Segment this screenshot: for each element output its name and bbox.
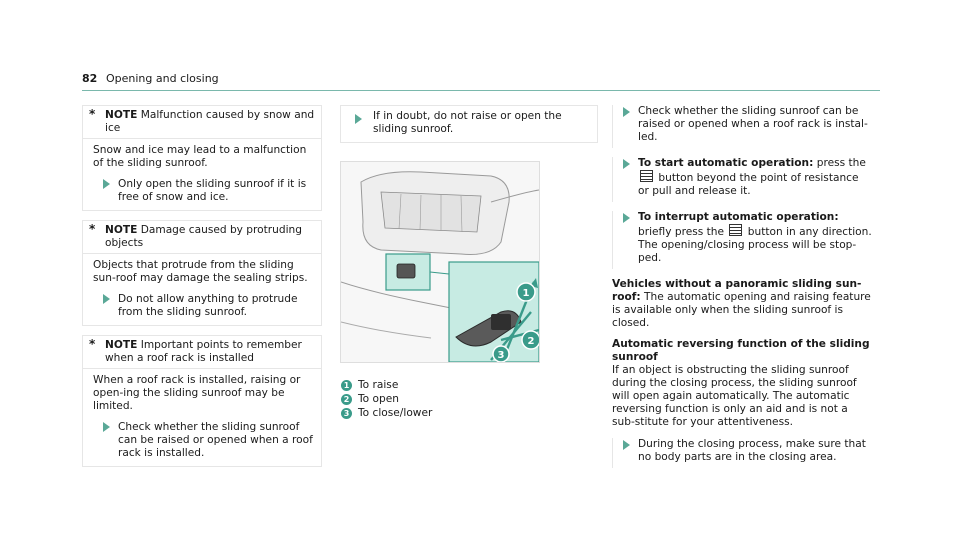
note-title: Important points to remember when a roof… bbox=[105, 339, 302, 364]
note-box-snow: * NOTE Malfunction caused by snow and ic… bbox=[82, 105, 322, 211]
callout-badge: 3 bbox=[341, 408, 352, 419]
warning-icon: * bbox=[89, 107, 96, 121]
instruction-step: To start automatic operation: press the … bbox=[612, 157, 872, 202]
step-text: button beyond the point of resistance or… bbox=[638, 172, 859, 197]
instruction-step: To interrupt automatic operation: briefl… bbox=[612, 211, 872, 269]
step-text: If in doubt, do not raise or open the sl… bbox=[373, 110, 562, 135]
step-text: Check whether the sliding sunroof can be… bbox=[638, 105, 868, 143]
instruction-step: If in doubt, do not raise or open the sl… bbox=[340, 105, 598, 143]
step-text: Only open the sliding sunroof if it is f… bbox=[118, 178, 307, 203]
legend-text: To close/lower bbox=[358, 407, 433, 419]
note-text: When a roof rack is installed, raising o… bbox=[93, 374, 301, 412]
step-text: button in any direction. bbox=[747, 226, 872, 238]
callout-2: 2 bbox=[528, 336, 535, 347]
arrow-right-icon bbox=[103, 422, 110, 432]
section-title: Opening and closing bbox=[106, 72, 219, 85]
step-heading: To start automatic operation: bbox=[638, 157, 814, 169]
sunroof-button-icon bbox=[640, 170, 653, 182]
arrow-right-icon bbox=[103, 179, 110, 189]
figure-legend: 1 To raise 2 To open 3 To close/lower bbox=[340, 379, 598, 421]
instruction-step: Only open the sliding sunroof if it is f… bbox=[93, 178, 315, 204]
legend-item: 1 To raise bbox=[340, 379, 598, 393]
arrow-right-icon bbox=[623, 440, 630, 450]
column-middle: If in doubt, do not raise or open the sl… bbox=[340, 105, 598, 421]
step-result: The opening/closing process will be stop… bbox=[638, 239, 857, 264]
paragraph-text: The automatic opening and raising featur… bbox=[612, 291, 871, 329]
step-text: press the bbox=[816, 157, 866, 169]
sunroof-button-icon bbox=[729, 224, 743, 236]
note-text: Snow and ice may lead to a malfunction o… bbox=[93, 144, 307, 169]
note-body: When a roof rack is installed, raising o… bbox=[83, 369, 321, 466]
legend-item: 3 To close/lower bbox=[340, 407, 598, 421]
note-title: Malfunction caused by snow and ice bbox=[105, 109, 315, 134]
arrow-right-icon bbox=[623, 159, 630, 169]
callout-1: 1 bbox=[523, 288, 530, 299]
paragraph-heading: Vehicles without a panoramic sliding sun… bbox=[612, 278, 862, 303]
note-header: * NOTE Damage caused by protruding objec… bbox=[83, 221, 321, 254]
warning-icon: * bbox=[89, 337, 96, 351]
section-heading: Automatic reversing function of the slid… bbox=[612, 338, 870, 363]
legend-text: To raise bbox=[358, 379, 399, 391]
arrow-right-icon bbox=[623, 107, 630, 117]
page-number: 82 bbox=[82, 72, 98, 85]
column-left: * NOTE Malfunction caused by snow and ic… bbox=[82, 105, 322, 467]
legend-text: To open bbox=[358, 393, 399, 405]
note-header: * NOTE Malfunction caused by snow and ic… bbox=[83, 106, 321, 139]
step-text: Check whether the sliding sunroof can be… bbox=[118, 421, 313, 459]
note-label: NOTE bbox=[105, 109, 138, 121]
note-box-objects: * NOTE Damage caused by protruding objec… bbox=[82, 220, 322, 326]
note-label: NOTE bbox=[105, 339, 138, 351]
paragraph-text: If an object is obstructing the sliding … bbox=[612, 364, 857, 428]
instruction-step: Check whether the sliding sunroof can be… bbox=[93, 421, 315, 460]
instruction-step: Check whether the sliding sunroof can be… bbox=[612, 105, 872, 148]
paragraph: Vehicles without a panoramic sliding sun… bbox=[612, 278, 872, 330]
step-text: briefly press the bbox=[638, 226, 725, 238]
note-title: Damage caused by protruding objects bbox=[105, 224, 302, 249]
sunroof-switch-illustration: 1 2 3 bbox=[340, 161, 540, 363]
arrow-right-icon bbox=[355, 114, 362, 124]
step-text: Do not allow anything to protrude from t… bbox=[118, 293, 298, 318]
instruction-step: Do not allow anything to protrude from t… bbox=[93, 293, 315, 319]
instruction-step: During the closing process, make sure th… bbox=[612, 438, 872, 468]
callout-badge: 1 bbox=[341, 380, 352, 391]
legend-item: 2 To open bbox=[340, 393, 598, 407]
illustration-svg: 1 2 3 bbox=[341, 162, 539, 362]
column-right: Check whether the sliding sunroof can be… bbox=[612, 105, 872, 468]
note-body: Objects that protrude from the sliding s… bbox=[83, 254, 321, 325]
step-heading: To interrupt automatic operation: bbox=[638, 211, 839, 223]
callout-3: 3 bbox=[498, 350, 505, 361]
note-text: Objects that protrude from the sliding s… bbox=[93, 259, 308, 284]
callout-badge: 2 bbox=[341, 394, 352, 405]
note-body: Snow and ice may lead to a malfunction o… bbox=[83, 139, 321, 210]
page-header: 82 Opening and closing bbox=[82, 72, 880, 91]
arrow-right-icon bbox=[103, 294, 110, 304]
step-text: During the closing process, make sure th… bbox=[638, 438, 866, 463]
note-box-roof-rack: * NOTE Important points to remember when… bbox=[82, 335, 322, 467]
arrow-right-icon bbox=[623, 213, 630, 223]
note-header: * NOTE Important points to remember when… bbox=[83, 336, 321, 369]
warning-icon: * bbox=[89, 222, 96, 236]
note-label: NOTE bbox=[105, 224, 138, 236]
